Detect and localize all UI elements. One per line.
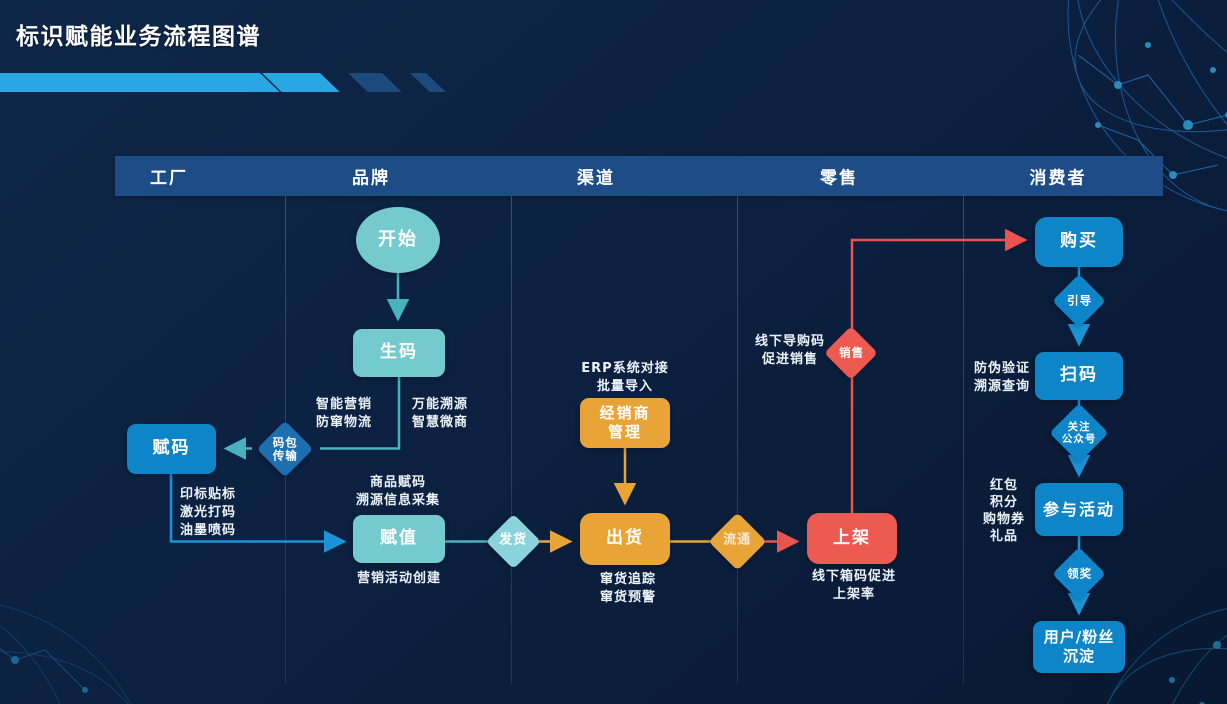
label-product-coding: 商品赋码 溯源信息采集 xyxy=(355,475,441,508)
label-offline-box-code: 线下箱码促进 上架率 xyxy=(811,569,897,602)
label-diversion-tracking: 窜货追踪 窜货预警 xyxy=(599,572,657,605)
node-generate-code: 生码 xyxy=(353,329,445,377)
label-universal-trace: 万能溯源 智慧微商 xyxy=(411,397,469,430)
lane-header-channel: 渠道 xyxy=(577,168,615,189)
node-on-shelf: 上架 xyxy=(807,513,897,564)
page-title: 标识赋能业务流程图谱 xyxy=(16,24,261,50)
circuit-sphere-top-right-icon xyxy=(1067,0,1227,214)
circuit-sphere-bottom-left-icon xyxy=(0,601,151,704)
node-assign-value: 赋值 xyxy=(353,515,445,563)
node-scan-code: 扫码 xyxy=(1035,352,1123,400)
label-smart-marketing: 智能营销 防窜物流 xyxy=(315,397,373,430)
node-purchase: 购买 xyxy=(1035,217,1123,267)
lane-header-bar: 工厂 品牌 渠道 零售 消费者 xyxy=(115,156,1163,196)
label-coding-methods: 印标贴标 激光打码 油墨喷码 xyxy=(180,487,237,538)
lane-header-factory: 工厂 xyxy=(150,168,188,189)
node-user-fan-retention: 用户/粉丝 沉淀 xyxy=(1033,621,1125,673)
label-anti-fake-query: 防伪验证 溯源查询 xyxy=(973,361,1031,394)
lane-header-brand: 品牌 xyxy=(352,168,390,189)
node-start: 开始 xyxy=(356,207,440,273)
node-outbound: 出货 xyxy=(580,513,670,565)
label-offline-guide-code: 线下导购码 促进销售 xyxy=(754,334,826,367)
lane-divider-2 xyxy=(511,196,512,684)
label-rewards: 红包 积分 购物券 礼品 xyxy=(982,478,1026,544)
lane-divider-4 xyxy=(963,196,964,684)
label-marketing-campaign: 营销活动创建 xyxy=(356,571,442,586)
lane-header-retail: 零售 xyxy=(820,168,858,189)
node-join-activity: 参与活动 xyxy=(1035,483,1123,536)
lane-header-consumer: 消费者 xyxy=(1029,168,1087,189)
node-assign-code: 赋码 xyxy=(127,424,216,474)
node-distributor-management: 经销商 管理 xyxy=(580,398,670,448)
label-erp-import: ERP系统对接 批量导入 xyxy=(581,361,669,394)
lane-divider-3 xyxy=(737,196,738,684)
